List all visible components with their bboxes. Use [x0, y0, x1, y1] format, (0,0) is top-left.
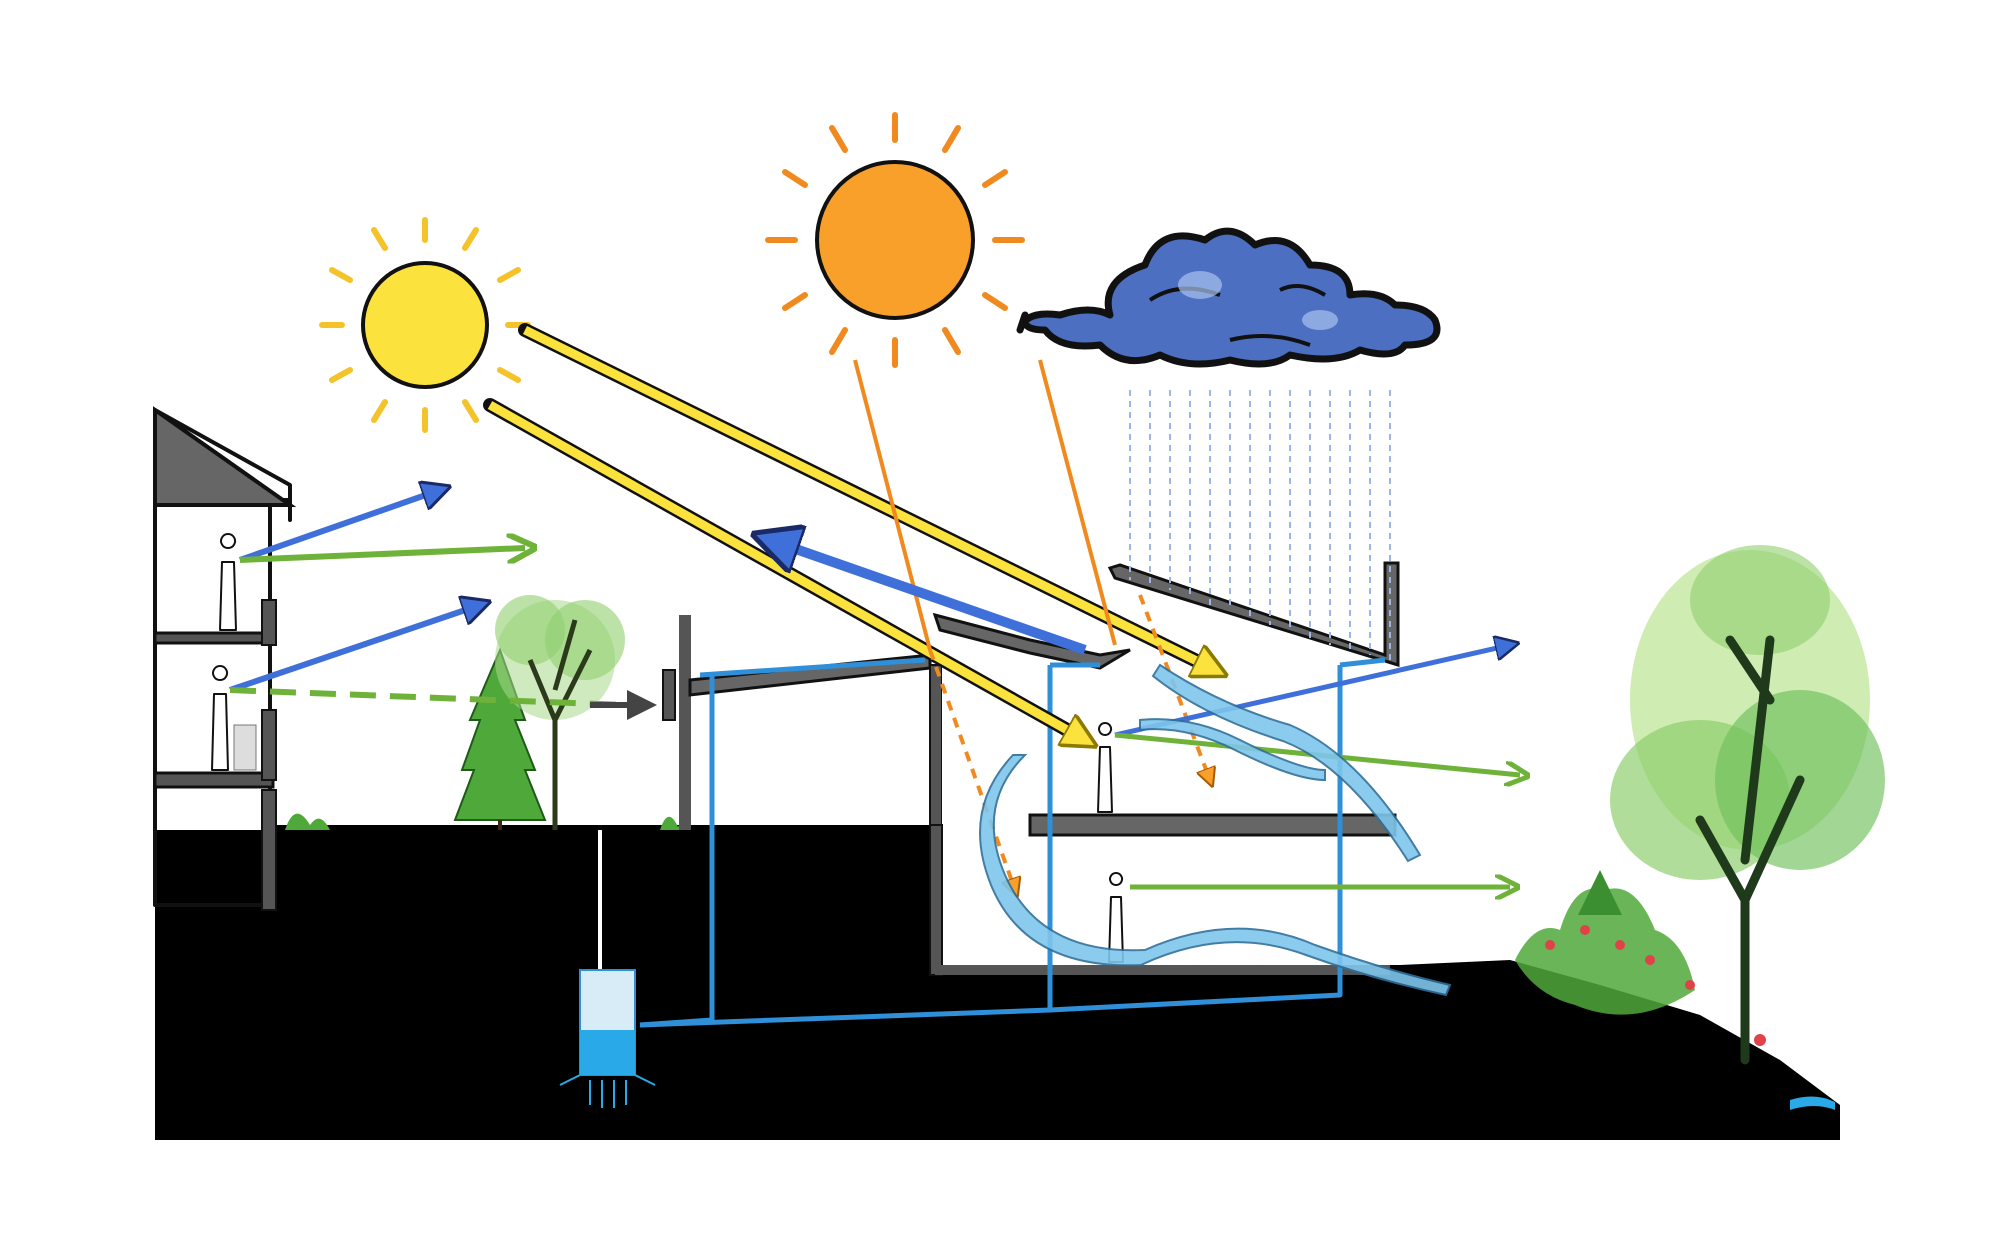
cistern-icon — [559, 830, 656, 1108]
winter-sun-icon — [765, 112, 1025, 368]
cistern-water — [580, 1030, 635, 1075]
garden-shrubs — [1515, 870, 1766, 1046]
clerestory-roof — [932, 612, 1131, 670]
ventilation-airflow — [979, 663, 1452, 997]
overhang-fin — [662, 669, 676, 721]
rain-collecting-roof — [1107, 561, 1400, 668]
person-icon — [219, 533, 237, 631]
neighbour-building — [153, 406, 297, 911]
person-icon — [211, 665, 229, 771]
neighbour-roof — [153, 406, 297, 507]
neighbour-floor-slab — [153, 631, 275, 645]
tree-icon — [453, 647, 547, 830]
tree-icon — [1610, 545, 1885, 1065]
rain-cloud-icon — [1016, 227, 1441, 368]
summer-sun-icon — [319, 217, 531, 433]
shrub — [285, 813, 330, 830]
tree-icon — [495, 595, 625, 830]
stream — [1790, 1096, 1835, 1110]
neighbour-floor-slab — [153, 771, 275, 789]
main-building — [662, 560, 1400, 976]
rain — [1129, 390, 1391, 660]
ground-section — [155, 825, 1840, 1140]
